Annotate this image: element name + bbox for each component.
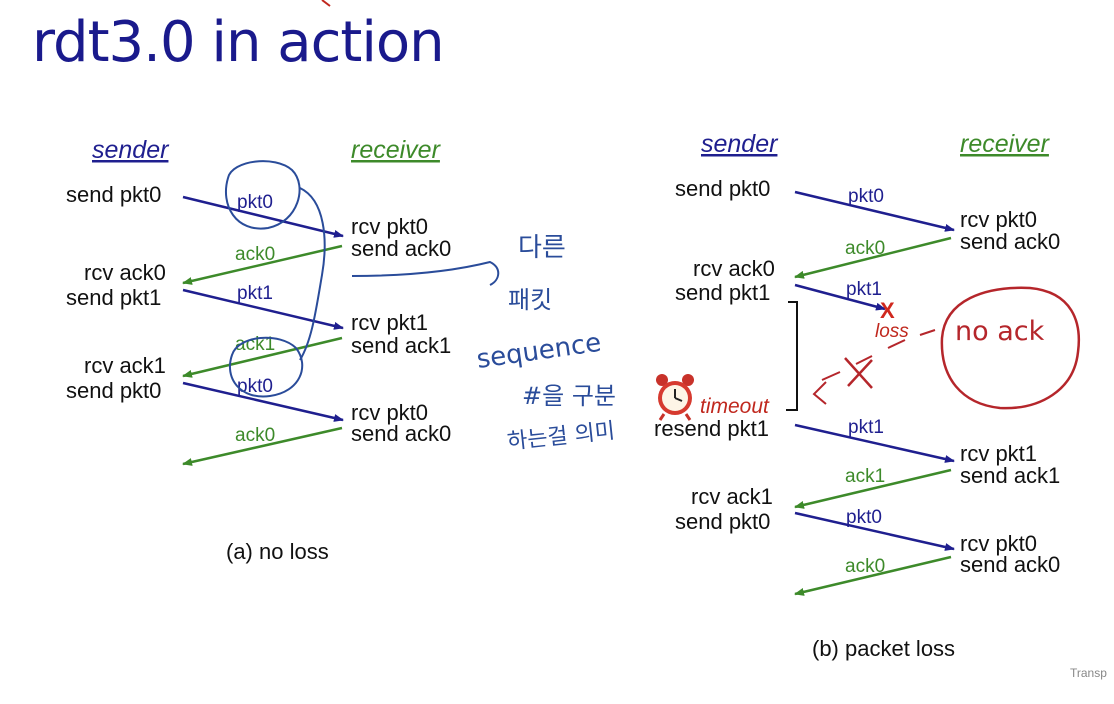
panel-b-sender-header: sender bbox=[701, 130, 779, 158]
panel-b-caption: (b) packet loss bbox=[812, 636, 955, 661]
panel-a-receiver-event: rcv pkt0 bbox=[351, 400, 428, 425]
panel-b-packet-arrow bbox=[794, 511, 955, 551]
alarm-clock-icon bbox=[656, 374, 694, 421]
panel-a-message-label: pkt0 bbox=[237, 376, 273, 397]
timeout-label: timeout bbox=[700, 395, 770, 418]
panel-b-receiver-header: receiver bbox=[960, 130, 1051, 158]
panel-a-message-label: pkt1 bbox=[237, 283, 273, 304]
panel-b-receiver-event: send ack0 bbox=[960, 229, 1060, 254]
panel-a-message-label: pkt0 bbox=[237, 192, 273, 213]
handwritten-no-ack: no ack bbox=[955, 316, 1045, 347]
panel-b-sender-event: send pkt0 bbox=[675, 509, 770, 534]
panel-b-message-label: pkt0 bbox=[848, 186, 884, 207]
handwritten-note: #을 구분 bbox=[522, 382, 616, 410]
footer-label: Transp bbox=[1070, 666, 1107, 680]
panel-b-receiver-event: rcv pkt0 bbox=[960, 531, 1037, 556]
panel-a-ack-arrow bbox=[182, 244, 343, 285]
timeout-bracket bbox=[786, 301, 798, 411]
panel-b-packet-arrow bbox=[794, 423, 955, 463]
page-title: rdt3.0 in action bbox=[32, 10, 445, 75]
panel-b-message-label: ack0 bbox=[845, 556, 885, 577]
panel-b-ack-arrow bbox=[794, 555, 952, 596]
panel-a-message-label: ack1 bbox=[235, 334, 275, 355]
panel-b-sender-event: send pkt1 bbox=[675, 280, 770, 305]
panel-b-sender-event: resend pkt1 bbox=[654, 416, 769, 441]
panel-b-receiver-event: send ack1 bbox=[960, 463, 1060, 488]
panel-b-sender-event: rcv ack1 bbox=[691, 484, 773, 509]
panel-a-packet-arrow bbox=[182, 195, 344, 238]
panel-a-receiver-header: receiver bbox=[351, 136, 442, 164]
panel-a-receiver-event: send ack0 bbox=[351, 236, 451, 261]
handwritten-circle bbox=[940, 286, 1080, 410]
panel-b-message-label: pkt1 bbox=[848, 417, 884, 438]
panel-a-receiver-event: rcv pkt0 bbox=[351, 214, 428, 239]
panel-b-receiver-event: rcv pkt0 bbox=[960, 207, 1037, 232]
panel-a-sender-event: rcv ack1 bbox=[84, 353, 166, 378]
panel-b-packet-arrow bbox=[794, 190, 955, 232]
panel-a-sender-event: rcv ack0 bbox=[84, 260, 166, 285]
handwritten-arrowhead bbox=[812, 381, 827, 405]
panel-a-sender-event: send pkt0 bbox=[66, 378, 161, 403]
panel-a-message-label: ack0 bbox=[235, 425, 275, 446]
panel-b-message-label: ack1 bbox=[845, 466, 885, 487]
loss-label: loss bbox=[875, 321, 909, 342]
panel-b-lost-packet-arrow bbox=[794, 283, 886, 311]
handwritten-x-mark bbox=[844, 357, 873, 389]
panel-a-ack-arrow bbox=[182, 426, 343, 466]
handwritten-dashed-ack bbox=[821, 329, 936, 381]
handwritten-circle bbox=[229, 336, 304, 398]
panel-b-ack-arrow bbox=[794, 236, 952, 279]
panel-b-message-label: ack0 bbox=[845, 238, 885, 259]
handwritten-note: sequence bbox=[475, 328, 603, 375]
handwritten-note: 다른 bbox=[518, 233, 566, 263]
handwritten-link bbox=[299, 187, 326, 361]
panel-a-sender-event: send pkt1 bbox=[66, 285, 161, 310]
handwritten-circle bbox=[225, 160, 301, 230]
panel-a-packet-arrow bbox=[182, 288, 344, 330]
panel-b-message-label: pkt1 bbox=[846, 279, 882, 300]
panel-b-sender-event: rcv ack0 bbox=[693, 256, 775, 281]
panel-a-ack-arrow bbox=[182, 336, 343, 378]
panel-b-ack-arrow bbox=[794, 468, 952, 509]
panel-a-sender-event: send pkt0 bbox=[66, 182, 161, 207]
panel-a-receiver-event: send ack0 bbox=[351, 421, 451, 446]
handwritten-arrow bbox=[351, 260, 500, 286]
handwritten-note: 하는걸 의미 bbox=[506, 419, 616, 455]
panel-a-receiver-event: send ack1 bbox=[351, 333, 451, 358]
panel-a-message-label: ack0 bbox=[235, 244, 275, 265]
panel-b-message-label: pkt0 bbox=[846, 507, 882, 528]
panel-a-receiver-event: rcv pkt1 bbox=[351, 310, 428, 335]
loss-x-icon: X bbox=[880, 298, 895, 323]
panel-b-sender-event: send pkt0 bbox=[675, 176, 770, 201]
handwritten-note: 패킷 bbox=[508, 286, 552, 314]
panel-a-sender-header: sender bbox=[92, 136, 170, 164]
panel-b-receiver-event: send ack0 bbox=[960, 552, 1060, 577]
panel-b-receiver-event: rcv pkt1 bbox=[960, 441, 1037, 466]
handwritten-stroke bbox=[321, 0, 331, 7]
panel-a-packet-arrow bbox=[182, 381, 344, 422]
panel-a-caption: (a) no loss bbox=[226, 539, 329, 564]
